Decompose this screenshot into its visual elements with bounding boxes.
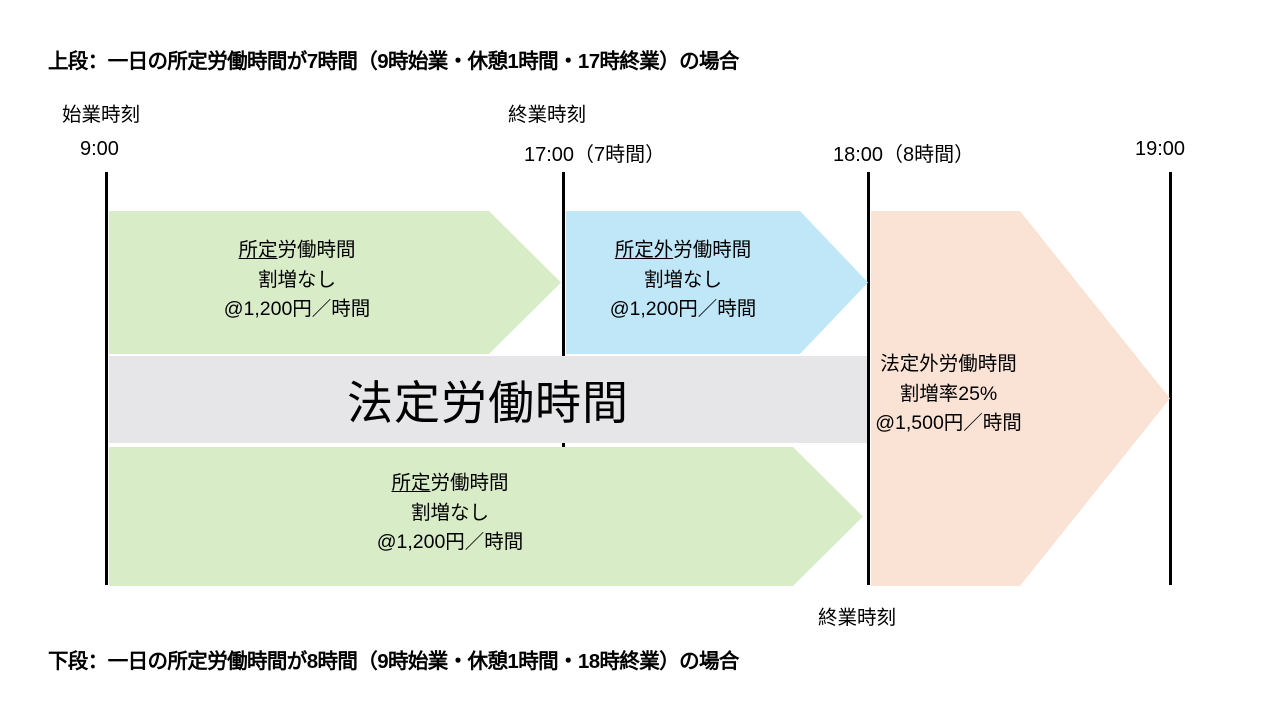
arrow-scheduled-hours-bottom-line2: 割増なし bbox=[410, 501, 489, 524]
arrow-scheduled-hours-top: 所定労働時間 割増なし @1,200円／時間 bbox=[109, 211, 561, 354]
arrow-scheduled-hours-top-line1-rest: 労働時間 bbox=[277, 239, 356, 261]
label-start-time-title: 始業時刻 bbox=[62, 104, 141, 126]
caption-top-row: 上段：一日の所定労働時間が7時間（9時始業・休憩1時間・17時終業）の場合 bbox=[48, 50, 739, 73]
arrow-extra-scheduled-hours-line3: @1,200円／時間 bbox=[609, 298, 757, 321]
arrow-statutory-overtime: 法定外労働時間 割増率25% @1,500円／時間 bbox=[871, 211, 1170, 586]
arrow-statutory-overtime-line2: 割増率25% bbox=[899, 382, 998, 405]
arrow-scheduled-hours-bottom: 所定労働時間 割増なし @1,200円／時間 bbox=[109, 447, 863, 586]
arrow-scheduled-hours-bottom-line1-rest: 労働時間 bbox=[430, 472, 509, 494]
arrow-extra-scheduled-hours-line1-underline: 所定外 bbox=[614, 239, 674, 261]
label-time-0900: 9:00 bbox=[80, 138, 119, 160]
timeline-rule-0900 bbox=[105, 172, 108, 585]
timeline-rule-1800 bbox=[867, 172, 870, 585]
arrow-scheduled-hours-top-line1-underline: 所定 bbox=[238, 239, 278, 261]
arrow-extra-scheduled-hours-line2: 割増なし bbox=[643, 268, 722, 291]
label-time-1900: 19:00 bbox=[1135, 138, 1186, 160]
label-end-time-title-7h: 終業時刻 bbox=[508, 104, 587, 126]
label-time-1800: 18:00（8時間） bbox=[833, 144, 975, 166]
arrow-scheduled-hours-top-text: 所定労働時間 割増なし @1,200円／時間 bbox=[71, 236, 523, 325]
arrow-extra-scheduled-hours-text: 所定外労働時間 割増なし @1,200円／時間 bbox=[532, 236, 834, 325]
band-statutory-working-hours: 法定労働時間 bbox=[109, 356, 867, 443]
label-time-1700: 17:00（7時間） bbox=[524, 144, 666, 166]
timeline-rule-1900 bbox=[1169, 172, 1172, 585]
caption-bottom-row: 下段：一日の所定労働時間が8時間（9時始業・休憩1時間・18時終業）の場合 bbox=[48, 650, 739, 673]
arrow-scheduled-hours-top-line3: @1,200円／時間 bbox=[223, 298, 371, 321]
arrow-scheduled-hours-top-line2: 割増なし bbox=[257, 268, 336, 291]
band-statutory-working-hours-label: 法定労働時間 bbox=[347, 376, 629, 429]
label-end-time-title-8h: 終業時刻 bbox=[818, 607, 897, 629]
arrow-scheduled-hours-bottom-text: 所定労働時間 割増なし @1,200円／時間 bbox=[73, 469, 827, 558]
arrow-statutory-overtime-line3: @1,500円／時間 bbox=[875, 412, 1022, 435]
arrow-statutory-overtime-text: 法定外労働時間 割増率25% @1,500円／時間 bbox=[799, 350, 1098, 439]
arrow-statutory-overtime-line1: 法定外労働時間 bbox=[880, 353, 1017, 375]
arrow-scheduled-hours-bottom-line1-underline: 所定 bbox=[391, 472, 431, 494]
arrow-scheduled-hours-bottom-line3: @1,200円／時間 bbox=[376, 531, 524, 554]
arrow-extra-scheduled-hours: 所定外労働時間 割増なし @1,200円／時間 bbox=[566, 211, 868, 354]
arrow-extra-scheduled-hours-line1-rest: 労働時間 bbox=[673, 239, 752, 261]
